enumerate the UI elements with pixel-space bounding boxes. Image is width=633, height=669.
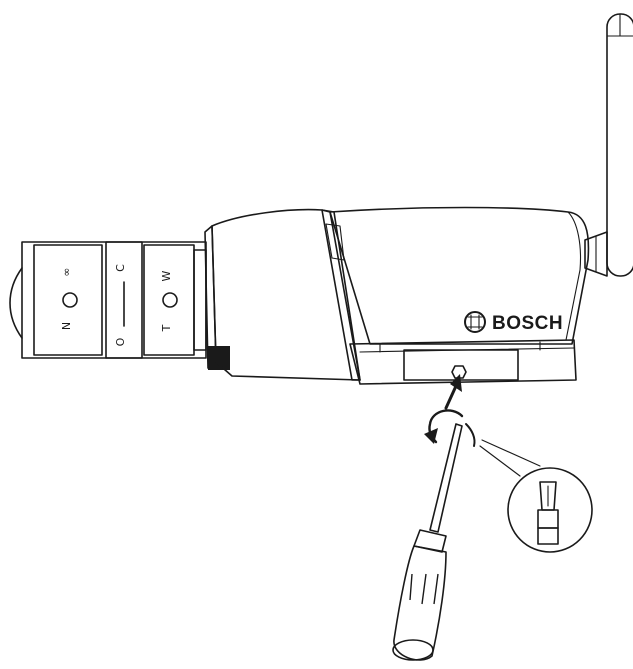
insert-arrow xyxy=(444,374,462,410)
bosch-logo: BOSCH xyxy=(464,311,563,334)
lens-assembly: ∞ N C O W T xyxy=(9,241,207,359)
zoom-ring: W T xyxy=(160,270,178,332)
counterclockwise-arrow-icon xyxy=(424,409,476,447)
iris-ring: C O xyxy=(114,264,127,346)
focus-near-label: N xyxy=(60,322,73,330)
focus-far-label: ∞ xyxy=(60,267,73,276)
focus-knob-icon xyxy=(62,292,78,308)
zoom-knob-icon xyxy=(162,292,178,308)
zoom-wide-label: W xyxy=(160,270,173,281)
focus-ring: ∞ N xyxy=(60,267,78,330)
antenna xyxy=(584,13,633,277)
screwdriver-icon xyxy=(392,423,463,661)
iris-close-label: C xyxy=(114,264,127,272)
camera-housing xyxy=(204,206,590,385)
brand-name: BOSCH xyxy=(492,313,563,334)
bosch-armature-icon xyxy=(464,311,486,333)
zoom-tele-label: T xyxy=(160,324,173,332)
iris-open-label: O xyxy=(114,337,127,346)
tip-detail-callout xyxy=(479,439,593,553)
